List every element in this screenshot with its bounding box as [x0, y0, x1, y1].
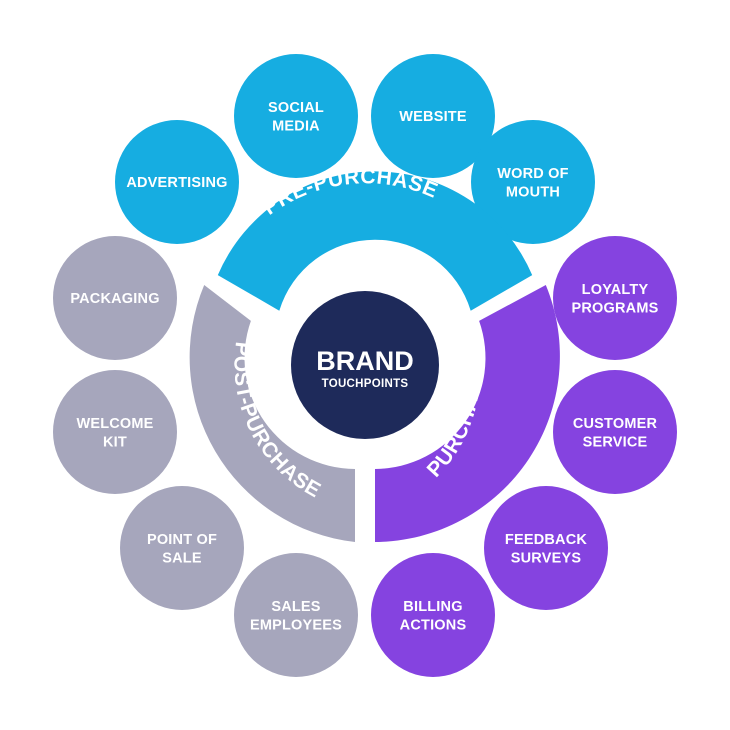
- touchpoint-label: FEEDBACK: [505, 532, 587, 548]
- touchpoint-bubble: WELCOME KIT: [53, 370, 177, 494]
- touchpoint-circle: [371, 54, 495, 178]
- touchpoint-circle: [115, 120, 239, 244]
- touchpoint-bubble: POINT OF SALE: [120, 486, 244, 610]
- touchpoint-label: PROGRAMS: [572, 300, 659, 316]
- touchpoint-circle: [553, 236, 677, 360]
- touchpoint-circle: [53, 370, 177, 494]
- brand-center-circle: [291, 291, 439, 439]
- touchpoint-bubble: BILLING ACTIONS: [371, 553, 495, 677]
- purchase-segment: [375, 285, 560, 542]
- touchpoint-bubble: ADVERTISING: [115, 120, 239, 244]
- touchpoint-bubble: FEEDBACK SURVEYS: [484, 486, 608, 610]
- touchpoint-circle: [120, 486, 244, 610]
- brand-title: BRAND: [316, 346, 414, 376]
- touchpoint-label: SOCIAL: [268, 100, 324, 116]
- touchpoint-bubble: PACKAGING: [53, 236, 177, 360]
- touchpoint-bubble: WORD OF MOUTH: [471, 120, 595, 244]
- pre-purchase-segment: [217, 171, 533, 311]
- touchpoint-circle: [53, 236, 177, 360]
- touchpoint-label: MOUTH: [506, 184, 560, 200]
- touchpoint-label: WEBSITE: [399, 109, 467, 125]
- touchpoint-label: SALES: [271, 599, 320, 615]
- touchpoint-circle: [371, 553, 495, 677]
- touchpoint-bubble: SOCIAL MEDIA: [234, 54, 358, 178]
- touchpoint-bubble: WEBSITE: [371, 54, 495, 178]
- touchpoint-label: ACTIONS: [400, 617, 467, 633]
- touchpoint-label: CUSTOMER: [573, 416, 658, 432]
- touchpoint-label: LOYALTY: [582, 282, 649, 298]
- touchpoint-bubble: CUSTOMER SERVICE: [553, 370, 677, 494]
- touchpoint-label: MEDIA: [272, 118, 320, 134]
- touchpoint-circle: [234, 54, 358, 178]
- touchpoint-circle: [484, 486, 608, 610]
- touchpoint-label: SALE: [162, 550, 202, 566]
- touchpoint-label: PACKAGING: [70, 291, 159, 307]
- touchpoint-circle: [234, 553, 358, 677]
- touchpoint-circle: [553, 370, 677, 494]
- touchpoint-bubbles: ADVERTISING SOCIAL MEDIA WEBSITE WORD OF MOUT…: [53, 54, 677, 677]
- touchpoint-bubble: LOYALTY PROGRAMS: [553, 236, 677, 360]
- touchpoint-circle: [471, 120, 595, 244]
- touchpoint-bubble: SALES EMPLOYEES: [234, 553, 358, 677]
- touchpoint-label: POINT OF: [147, 532, 217, 548]
- touchpoint-label: KIT: [103, 434, 127, 450]
- touchpoint-label: WORD OF: [497, 166, 568, 182]
- touchpoint-label: WELCOME: [76, 416, 153, 432]
- touchpoint-label: BILLING: [403, 599, 462, 615]
- touchpoint-label: SERVICE: [583, 434, 648, 450]
- touchpoint-label: EMPLOYEES: [250, 617, 342, 633]
- brand-subtitle: TOUCHPOINTS: [322, 378, 409, 390]
- post-purchase-segment: [189, 285, 355, 542]
- touchpoint-label: ADVERTISING: [126, 175, 227, 191]
- touchpoint-label: SURVEYS: [511, 550, 582, 566]
